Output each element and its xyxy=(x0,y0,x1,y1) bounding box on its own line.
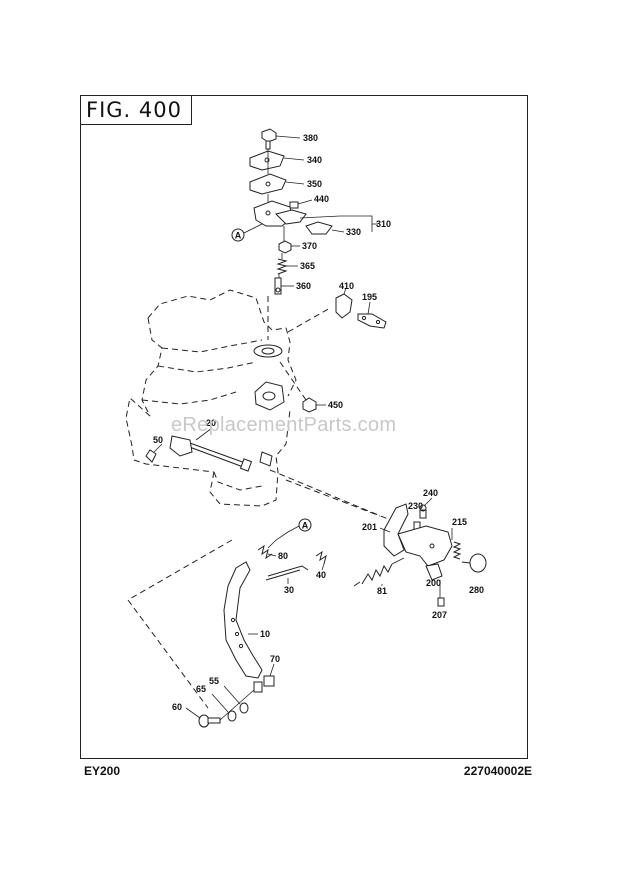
callout-10: 10 xyxy=(260,629,270,639)
knob-280 xyxy=(461,553,487,573)
callout-81: 81 xyxy=(377,586,387,596)
callout-230: 230 xyxy=(408,501,423,511)
plate-350 xyxy=(249,173,287,195)
callout-40: 40 xyxy=(316,570,326,580)
spring-40 xyxy=(315,550,327,565)
callout-65: 65 xyxy=(196,684,206,694)
callout-360: 360 xyxy=(296,281,311,291)
callout-340: 340 xyxy=(307,155,322,165)
callout-310: 310 xyxy=(376,219,391,229)
callout-60: 60 xyxy=(172,702,182,712)
washer-55 xyxy=(239,702,249,714)
callout-207: 207 xyxy=(432,610,447,620)
screw-207 xyxy=(437,580,445,607)
callout-80: 80 xyxy=(278,551,288,561)
callout-201: 201 xyxy=(362,522,377,532)
callout-440: 440 xyxy=(314,194,329,204)
callout-70: 70 xyxy=(270,654,280,664)
washer-65 xyxy=(227,710,237,722)
callout-330: 330 xyxy=(346,227,361,237)
callout-200: 200 xyxy=(426,578,441,588)
nut-370 xyxy=(278,240,292,254)
reference-marker-a-top: A xyxy=(231,223,263,242)
nut-450 xyxy=(302,397,317,413)
bolt-380 xyxy=(261,128,277,150)
callout-350: 350 xyxy=(307,179,322,189)
svg-text:A: A xyxy=(235,231,242,241)
shaft-360 xyxy=(274,277,282,295)
callout-410: 410 xyxy=(339,281,354,291)
bolt-440 xyxy=(289,201,299,209)
callout-450: 450 xyxy=(328,400,343,410)
drawing-number: 227040002E xyxy=(463,764,532,778)
callout-240: 240 xyxy=(423,488,438,498)
governor-shaft-20 xyxy=(169,427,253,472)
callout-365: 365 xyxy=(300,261,315,271)
rod-30 xyxy=(265,565,309,581)
callout-20: 20 xyxy=(206,418,216,428)
control-bracket xyxy=(397,525,453,567)
spring-215 xyxy=(452,541,462,560)
model-code: EY200 xyxy=(84,764,121,778)
stopper-70 xyxy=(253,675,275,693)
callout-380: 380 xyxy=(303,133,318,143)
spring-80 xyxy=(257,544,273,560)
link-195 xyxy=(357,301,387,329)
svg-text:A: A xyxy=(302,521,309,531)
callout-215: 215 xyxy=(452,517,467,527)
callout-195: 195 xyxy=(362,292,377,302)
spring-81 xyxy=(353,557,405,587)
callout-50: 50 xyxy=(153,435,163,445)
lever-200 xyxy=(425,563,443,581)
diagram-frame xyxy=(80,95,528,759)
bracket-410 xyxy=(335,287,353,319)
spring-365 xyxy=(276,258,288,275)
engine-block-outline xyxy=(125,289,297,507)
callout-55: 55 xyxy=(209,676,219,686)
callout-370: 370 xyxy=(302,241,317,251)
reference-marker-a-bottom: A xyxy=(267,518,312,549)
figure-title: FIG. 400 xyxy=(80,95,192,125)
watermark: eReplacementParts.com xyxy=(171,414,397,436)
clip-50 xyxy=(145,443,163,463)
callout-280: 280 xyxy=(469,585,484,595)
callout-30: 30 xyxy=(284,585,294,595)
bolt-60 xyxy=(198,689,255,728)
throttle-lever-10 xyxy=(223,561,263,679)
plate-340 xyxy=(249,150,285,171)
